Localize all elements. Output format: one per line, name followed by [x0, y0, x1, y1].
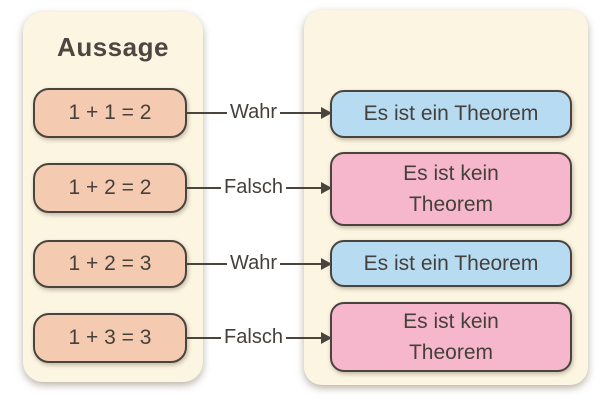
statement-box-1: 1 + 1 = 2: [33, 88, 187, 138]
connector-4: Falsch: [186, 325, 332, 351]
connector-line: [285, 337, 321, 339]
connector-2: Falsch: [186, 175, 332, 201]
connector-label: Wahr: [229, 251, 278, 274]
connector-line: [285, 187, 321, 189]
result-box-3: Es ist ein Theorem: [330, 240, 572, 287]
connector-label: Falsch: [224, 175, 283, 198]
statement-box-4: 1 + 3 = 3: [33, 313, 187, 363]
statement-box-3: 1 + 2 = 3: [33, 240, 187, 288]
connector-line: [186, 187, 222, 189]
arrowhead-icon: [321, 107, 333, 119]
connector-line: [186, 112, 227, 114]
connector-line: [280, 263, 322, 265]
panel-title: Aussage: [57, 32, 169, 62]
connector-1: Wahr: [186, 100, 333, 126]
arrowhead-icon: [321, 258, 333, 270]
connector-label: Falsch: [224, 325, 283, 348]
connector-3: Wahr: [186, 251, 333, 277]
connector-line: [280, 112, 322, 114]
arrowhead-icon: [321, 332, 332, 344]
connector-line: [186, 263, 227, 265]
result-box-1: Es ist ein Theorem: [330, 90, 572, 138]
statement-box-2: 1 + 2 = 2: [33, 163, 187, 213]
result-box-4: Es ist kein Theorem: [330, 302, 572, 372]
result-box-2: Es ist kein Theorem: [330, 152, 572, 226]
arrowhead-icon: [321, 182, 332, 194]
connector-line: [186, 337, 222, 339]
connector-label: Wahr: [229, 100, 278, 123]
